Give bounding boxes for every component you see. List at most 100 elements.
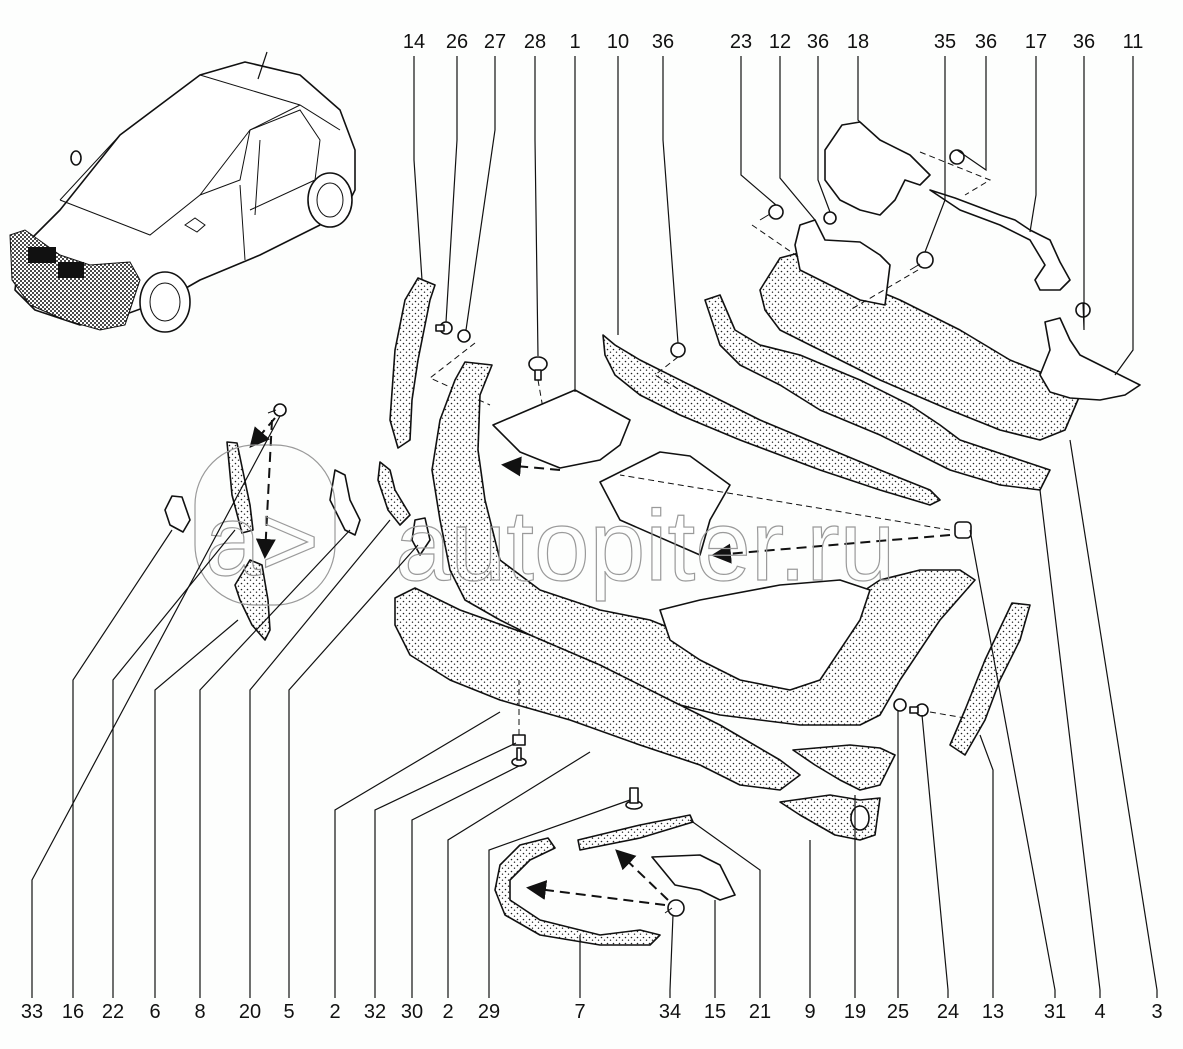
fastener-36b <box>823 211 837 225</box>
part-19-fog-grille-upper <box>792 744 896 791</box>
part-13-side-strip-right <box>949 602 1031 756</box>
part-12-upper-bracket <box>794 219 891 306</box>
part-21-trim-strip <box>577 814 694 851</box>
bottom-callout-1-label: 33 <box>21 1001 43 1023</box>
part-22-side-strip-left <box>226 441 254 534</box>
bottom-callout-7-leader <box>288 544 419 998</box>
top-callout-10-leader <box>817 56 831 213</box>
part-17-side-bracket-right <box>929 189 1071 291</box>
fog-lamp-ring <box>850 805 870 831</box>
top-callout-13-label: 36 <box>975 31 997 53</box>
bottom-callout-20-leader <box>921 714 949 998</box>
top-callout-3-label: 27 <box>484 31 506 53</box>
part-8-bracket-left <box>329 469 361 536</box>
top-callout-1-leader <box>413 56 423 281</box>
bottom-callout-16-label: 21 <box>749 1001 771 1023</box>
top-callout-4-leader <box>534 56 539 357</box>
bottom-callout-17-label: 9 <box>804 1001 815 1023</box>
top-callout-5-label: 1 <box>569 31 580 53</box>
bottom-callout-10-leader <box>411 765 520 998</box>
watermark: a> autopiter.ru <box>194 444 896 606</box>
bottom-callout-24-leader <box>1069 439 1158 998</box>
part-7-lower-frame <box>494 837 661 946</box>
bottom-callout-12-label: 29 <box>478 1001 500 1023</box>
top-callout-9-label: 12 <box>769 31 791 53</box>
part-1-upper-plate <box>492 389 631 469</box>
bottom-callout-9-label: 32 <box>364 1001 386 1023</box>
part-14-side-bracket <box>389 277 436 449</box>
bottom-callout-2-leader <box>72 529 173 998</box>
top-callout-16-label: 11 <box>1123 31 1144 53</box>
bottom-callout-22-label: 31 <box>1044 1001 1066 1023</box>
top-callout-2-leader <box>445 56 458 323</box>
fastener-34 <box>664 899 685 917</box>
top-callout-11-label: 18 <box>847 31 869 53</box>
fastener-26 <box>435 321 453 335</box>
top-callout-7-leader <box>662 56 679 344</box>
bottom-callout-15-label: 15 <box>704 1001 726 1023</box>
bottom-callout-12-leader <box>488 799 631 998</box>
fastener-36a <box>670 342 686 358</box>
top-callout-14-label: 17 <box>1025 31 1047 53</box>
top-callout-11-leader <box>857 56 861 123</box>
top-callout-12-label: 35 <box>934 31 956 53</box>
top-callout-8-leader <box>740 56 777 206</box>
bottom-callout-22-leader <box>969 529 1056 998</box>
part-5-clip <box>411 517 431 556</box>
clip-31 <box>954 521 972 539</box>
bottom-callout-1-leader <box>31 415 281 998</box>
bottom-callout-14-leader <box>669 914 674 998</box>
watermark-logo-text: a> <box>205 485 319 597</box>
part-6-side-strip-lower <box>234 559 271 641</box>
bottom-callout-7-label: 5 <box>283 1001 294 1023</box>
fastener-33 <box>267 403 287 417</box>
bottom-callout-21-leader <box>979 734 994 998</box>
bottom-callout-19-label: 25 <box>887 1001 909 1023</box>
fastener-30 <box>511 747 527 767</box>
bottom-callout-20-label: 24 <box>937 1001 959 1023</box>
top-callout-15-leader <box>1082 56 1085 331</box>
bottom-callout-11-leader <box>447 751 591 998</box>
fastener-24 <box>909 703 929 717</box>
bottom-callout-8-label: 2 <box>329 1001 340 1023</box>
part-15-cap-cover <box>651 854 736 901</box>
top-callout-6-label: 10 <box>607 31 629 53</box>
part-center-plate <box>599 451 731 556</box>
top-callout-14-leader <box>1029 56 1037 233</box>
bottom-callout-4-label: 6 <box>149 1001 160 1023</box>
top-callout-9-leader <box>779 56 816 221</box>
bottom-callout-18-label: 19 <box>844 1001 866 1023</box>
part-18-upper-deflector <box>824 121 931 216</box>
bottom-callout-9-leader <box>374 742 517 998</box>
top-callout-10-label: 36 <box>807 31 829 53</box>
bottom-callout-6-leader <box>249 519 391 998</box>
top-callout-16-leader <box>1114 56 1134 376</box>
fastener-27 <box>457 329 471 343</box>
part-11-corner-bracket <box>1039 317 1141 401</box>
bottom-callout-4-leader <box>154 619 239 998</box>
part-20-bracket <box>377 461 411 526</box>
top-callout-3-leader <box>465 56 496 331</box>
top-callout-12-leader <box>924 56 946 253</box>
fastener-28 <box>528 356 548 381</box>
top-callout-8-label: 23 <box>730 31 752 53</box>
top-callout-4-label: 28 <box>524 31 546 53</box>
top-callout-15-label: 36 <box>1073 31 1095 53</box>
overview-car <box>9 51 356 333</box>
fastener-25 <box>893 698 907 712</box>
bottom-callout-8-leader <box>334 711 501 998</box>
bottom-callout-5-label: 8 <box>194 1001 205 1023</box>
part-16-small-clip <box>164 495 191 533</box>
bottom-callout-13-label: 7 <box>574 1001 585 1023</box>
bottom-callout-3-label: 22 <box>102 1001 124 1023</box>
part-2-lower-spoiler <box>394 587 801 791</box>
bottom-callout-2-label: 16 <box>62 1001 84 1023</box>
top-callout-2-label: 26 <box>446 31 468 53</box>
fastener-36c <box>949 149 965 165</box>
fastener-35 <box>909 251 934 271</box>
bottom-callout-11-label: 2 <box>442 1001 453 1023</box>
antenna-leader <box>257 51 268 80</box>
bottom-callout-3-leader <box>112 529 236 998</box>
